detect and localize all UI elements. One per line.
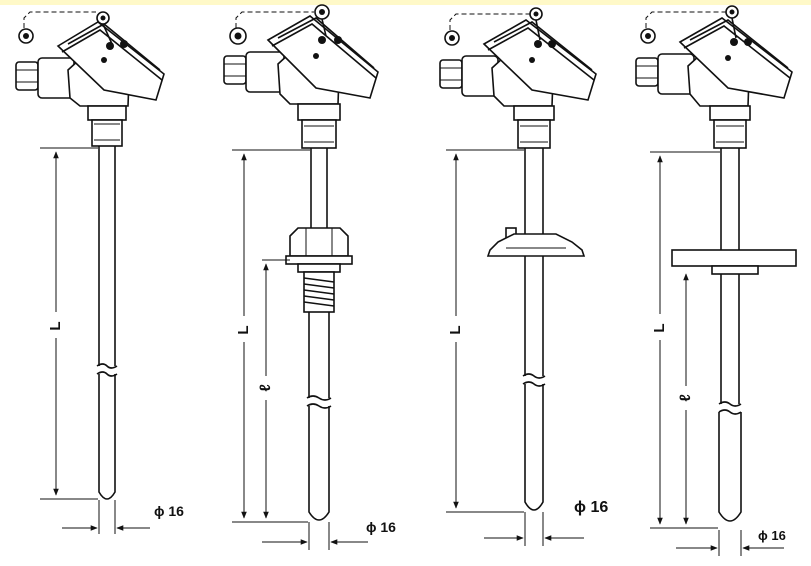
length-label-3: L <box>447 325 464 334</box>
chain-1 <box>18 11 113 45</box>
chain-3 <box>444 7 543 46</box>
length-label-2: L <box>235 325 252 334</box>
chain-4 <box>640 5 739 44</box>
insert-label-2: ℓ <box>257 384 274 391</box>
dimension-3: L ϕ 16 <box>444 149 608 546</box>
dimension-1: L ϕ 16 <box>40 147 184 534</box>
chain-2 <box>229 4 330 45</box>
thermocouple-1: L ϕ 16 <box>15 11 184 534</box>
junction-box-1 <box>15 21 165 147</box>
diameter-label-1: ϕ 16 <box>154 503 184 519</box>
insert-label-4: ℓ <box>677 394 694 401</box>
sheath-3 <box>486 148 586 511</box>
diameter-label-4: ϕ 16 <box>758 528 786 543</box>
thermocouple-4: L ℓ ϕ 16 <box>635 5 797 556</box>
thermocouple-3: L ϕ 16 <box>439 7 608 546</box>
length-label-4: L <box>651 323 668 332</box>
diameter-label-3: ϕ 16 <box>574 499 608 516</box>
dimension-4: L ℓ ϕ 16 <box>648 151 786 556</box>
junction-box-3 <box>439 19 597 149</box>
length-label-1: L <box>47 321 64 330</box>
thermocouple-2: L ℓ ϕ 16 <box>223 4 396 550</box>
diameter-label-2: ϕ 16 <box>366 519 396 535</box>
sheath-2 <box>285 148 353 521</box>
junction-box-4 <box>635 17 793 149</box>
top-strip <box>0 0 811 5</box>
sheath-4 <box>671 148 797 522</box>
junction-box-2 <box>223 15 379 149</box>
sheath-1 <box>96 146 118 500</box>
dimension-2: L ℓ ϕ 16 <box>232 149 396 550</box>
